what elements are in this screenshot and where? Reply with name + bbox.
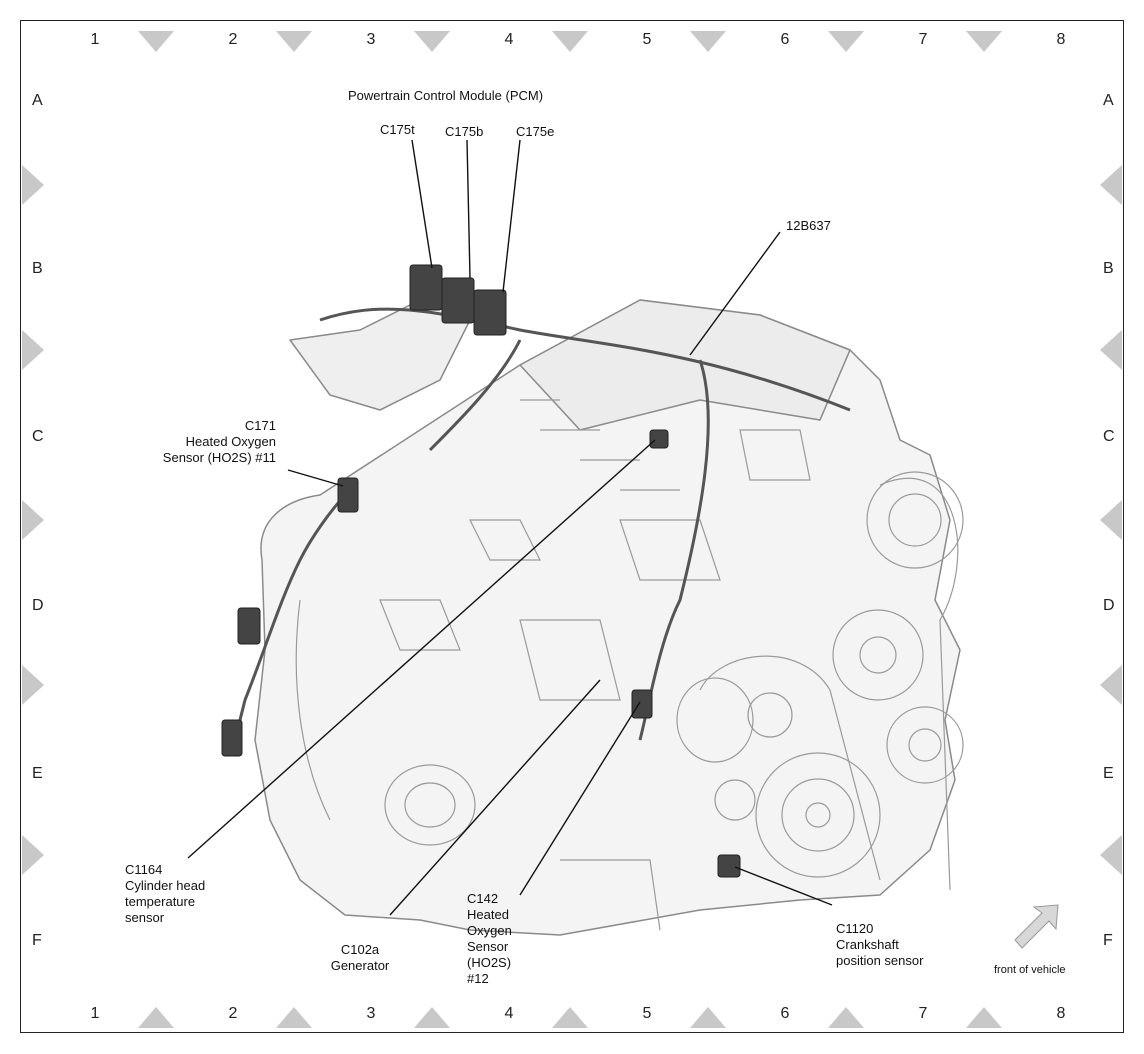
grid-col-4-top: 4 (504, 31, 514, 48)
grid-col-5-top: 5 (642, 31, 652, 48)
grid-row-a-left: A (32, 92, 43, 109)
c171-desc-2: Sensor (HO2S) #11 (162, 450, 276, 465)
part-12b637-label: 12B637 (786, 218, 831, 233)
grid-col-2-top: 2 (228, 31, 238, 48)
grid-row-a-right: A (1103, 92, 1114, 109)
c142-id: C142 (467, 891, 499, 906)
c1120-desc-1: Crankshaft (836, 937, 899, 952)
c142-desc-2: Oxygen (467, 923, 512, 938)
grid-col-1-bottom: 1 (90, 1005, 100, 1022)
grid-row-e-right: E (1103, 765, 1114, 782)
c1120-label: C1120 Crankshaft position sensor (836, 921, 923, 969)
grid-col-2-bottom: 2 (228, 1005, 238, 1022)
grid-row-e-left: E (32, 765, 43, 782)
pcm-title: Powertrain Control Module (PCM) (348, 88, 544, 103)
c175b-label: C175b (445, 124, 484, 139)
grid-row-f-left: F (32, 932, 42, 949)
grid-row-d-left: D (32, 597, 44, 614)
grid-row-f-right: F (1103, 932, 1113, 949)
grid-markers (22, 31, 1122, 1028)
grid-row-c-right: C (1103, 428, 1115, 445)
grid-col-5-bottom: 5 (642, 1005, 652, 1022)
c175e-label: C175e (516, 124, 555, 139)
grid-col-3-top: 3 (366, 31, 376, 48)
c1120-id: C1120 (836, 921, 874, 936)
c102a-desc: Generator (330, 958, 390, 973)
grid-col-6-top: 6 (780, 31, 790, 48)
c142-label: C142 Heated Oxygen Sensor (HO2S) #12 (467, 891, 512, 987)
c142-desc-3: Sensor (467, 939, 509, 954)
c1164-id: C1164 (125, 862, 163, 877)
c102a-id: C102a (340, 942, 380, 957)
c1164-desc-1: Cylinder head (125, 878, 206, 893)
front-of-vehicle-arrow-icon (1014, 904, 1059, 949)
grid-col-6-bottom: 6 (780, 1005, 790, 1022)
c1164-desc-2: temperature (125, 894, 196, 909)
c175t-label: C175t (380, 122, 415, 137)
c1164-label: C1164 Cylinder head temperature sensor (125, 862, 205, 926)
c142-desc-5: #12 (467, 971, 489, 986)
grid-col-4-bottom: 4 (504, 1005, 514, 1022)
grid-col-8-top: 8 (1056, 31, 1066, 48)
c1120-desc-2: position sensor (836, 953, 924, 968)
c171-desc-1: Heated Oxygen (185, 434, 276, 449)
grid-col-1-top: 1 (90, 31, 100, 48)
grid-row-d-right: D (1103, 597, 1115, 614)
c142-desc-4: (HO2S) (467, 955, 512, 970)
grid-col-7-bottom: 7 (918, 1005, 928, 1022)
grid-col-7-top: 7 (918, 31, 928, 48)
c1164-desc-3: sensor (125, 910, 165, 925)
c171-id: C171 (244, 418, 276, 433)
c142-desc-1: Heated (467, 907, 509, 922)
grid-row-b-right: B (1103, 260, 1114, 277)
c171-label: C171 Heated Oxygen Sensor (HO2S) #11 (140, 418, 276, 466)
leader-lines (187, 139, 833, 916)
front-of-vehicle-label: front of vehicle (994, 964, 1066, 976)
grid-col-8-bottom: 8 (1056, 1005, 1066, 1022)
grid-row-b-left: B (32, 260, 43, 277)
grid-row-c-left: C (32, 428, 44, 445)
grid-col-3-bottom: 3 (366, 1005, 376, 1022)
c102a-label: C102a Generator (320, 942, 400, 974)
